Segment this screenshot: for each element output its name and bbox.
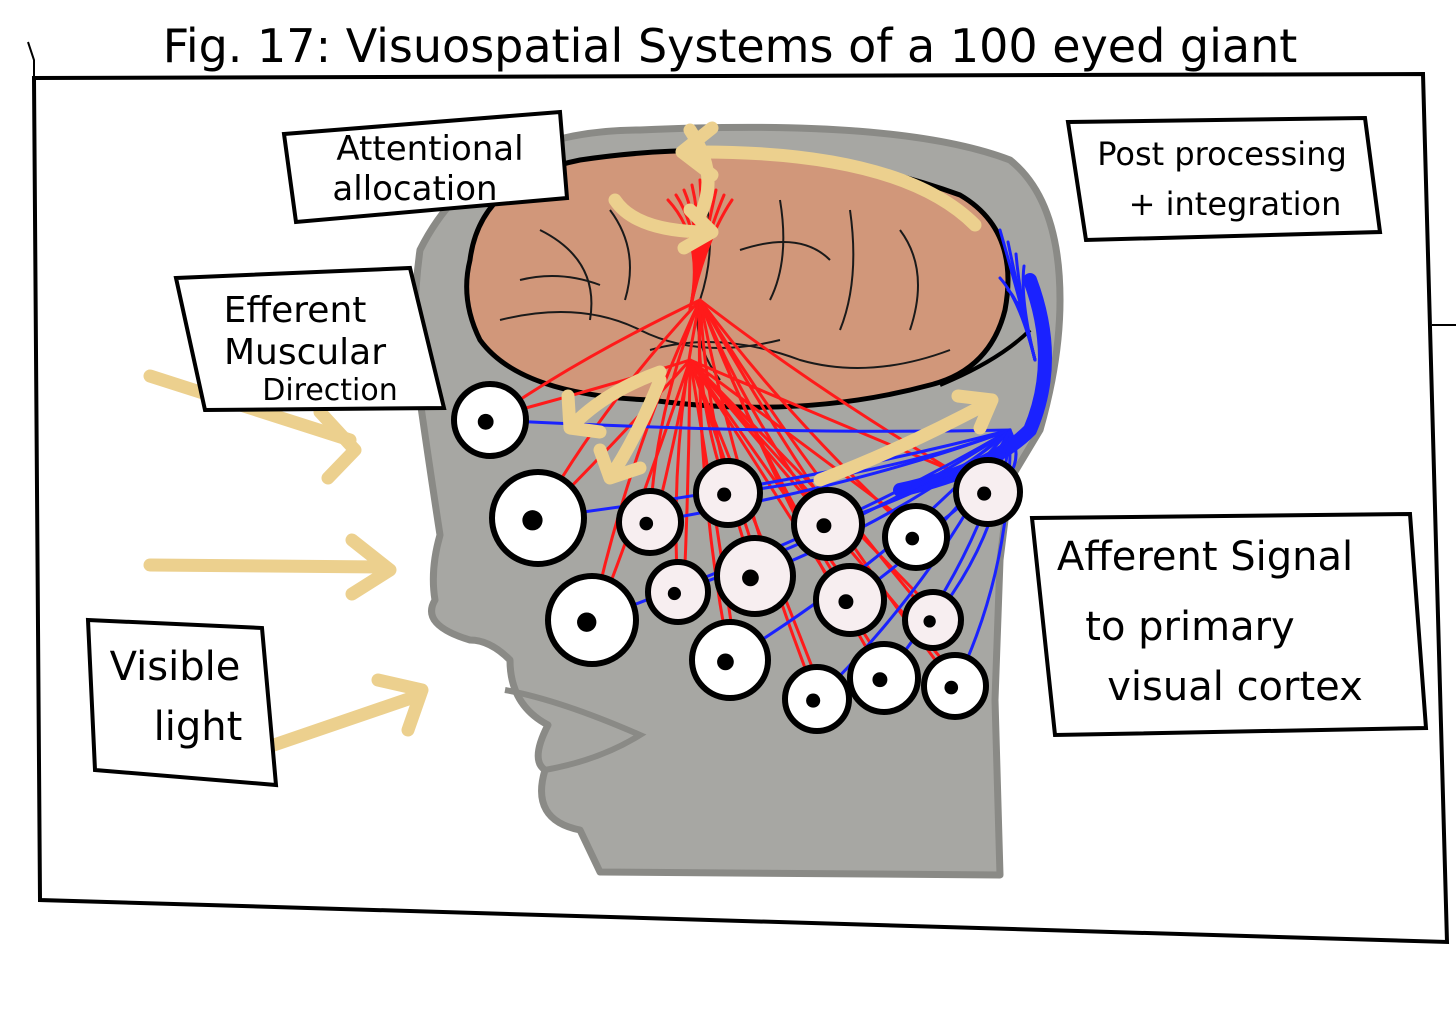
efferent-line-3: Direction — [262, 373, 398, 408]
eye-16 — [921, 652, 989, 720]
label-efferent-muscular-direction: Efferent Muscular Direction — [173, 265, 447, 413]
efferent-line-2: Muscular — [224, 332, 386, 373]
eye-14 — [847, 641, 921, 715]
light-arrow-middle — [143, 558, 392, 574]
eye-cluster — [451, 381, 1023, 734]
attention-swirl-arrow — [608, 193, 707, 239]
efferent-arrow-2 — [608, 373, 667, 477]
mouth — [504, 687, 647, 773]
efferent-line-1: Efferent — [224, 290, 367, 331]
pupil — [742, 569, 759, 587]
pupil — [838, 594, 854, 610]
label-attentional-allocation: Attentional allocation — [281, 109, 570, 225]
brain — [464, 148, 1011, 410]
pupil — [977, 486, 992, 501]
post-line-2: + integration — [1129, 185, 1342, 223]
attention-descent-arrow — [683, 123, 715, 222]
pupil — [717, 487, 732, 502]
figure-title: Fig. 17: Visuospatial Systems of a 100 e… — [163, 19, 1298, 73]
afferent-return-arrow — [813, 395, 997, 487]
eye-10 — [813, 563, 887, 637]
light-line-2: light — [154, 704, 243, 750]
afferent-line-2: to primary — [1085, 604, 1294, 650]
pupil — [639, 516, 654, 531]
eye-6 — [693, 458, 763, 528]
pupil — [667, 586, 682, 601]
eye-11 — [882, 503, 950, 571]
skull-line — [939, 328, 1032, 387]
eye-2 — [489, 469, 587, 567]
pupil — [872, 672, 888, 688]
pupil — [717, 653, 734, 671]
light-line-1: Visible — [110, 644, 241, 690]
pupil — [477, 413, 494, 430]
pupil — [944, 680, 959, 695]
pupil — [816, 518, 832, 534]
eye-1 — [451, 381, 529, 459]
attentional-line-2: allocation — [332, 169, 497, 209]
afferent-line-1: Afferent Signal — [1057, 534, 1353, 580]
eye-9 — [791, 487, 865, 561]
attentional-line-1: Attentional — [336, 129, 523, 169]
pupil — [923, 615, 936, 628]
label-visible-light: Visible light — [85, 617, 279, 788]
efferent-arrow-1 — [571, 365, 667, 427]
eye-13 — [902, 589, 964, 651]
eye-15 — [782, 664, 852, 734]
eye-4 — [616, 488, 684, 556]
label-afferent-signal: Afferent Signal to primary visual cortex — [1029, 511, 1429, 738]
label-post-processing: Post processing + integration — [1065, 115, 1383, 243]
signal-arrows — [143, 121, 999, 779]
pupil — [806, 693, 821, 708]
eye-5 — [645, 559, 711, 625]
eye-12 — [953, 457, 1023, 527]
eye-3 — [545, 573, 639, 667]
figure-frame — [31, 71, 1450, 945]
afferent-line-3: visual cortex — [1107, 664, 1363, 710]
eye-7 — [714, 535, 796, 617]
pupil — [522, 510, 543, 531]
pupil — [577, 612, 597, 632]
eye-8 — [689, 619, 771, 701]
attention-loop-arrow — [683, 145, 982, 232]
corner-mark — [27, 41, 35, 80]
post-line-1: Post processing — [1097, 135, 1347, 173]
pupil — [905, 531, 920, 546]
